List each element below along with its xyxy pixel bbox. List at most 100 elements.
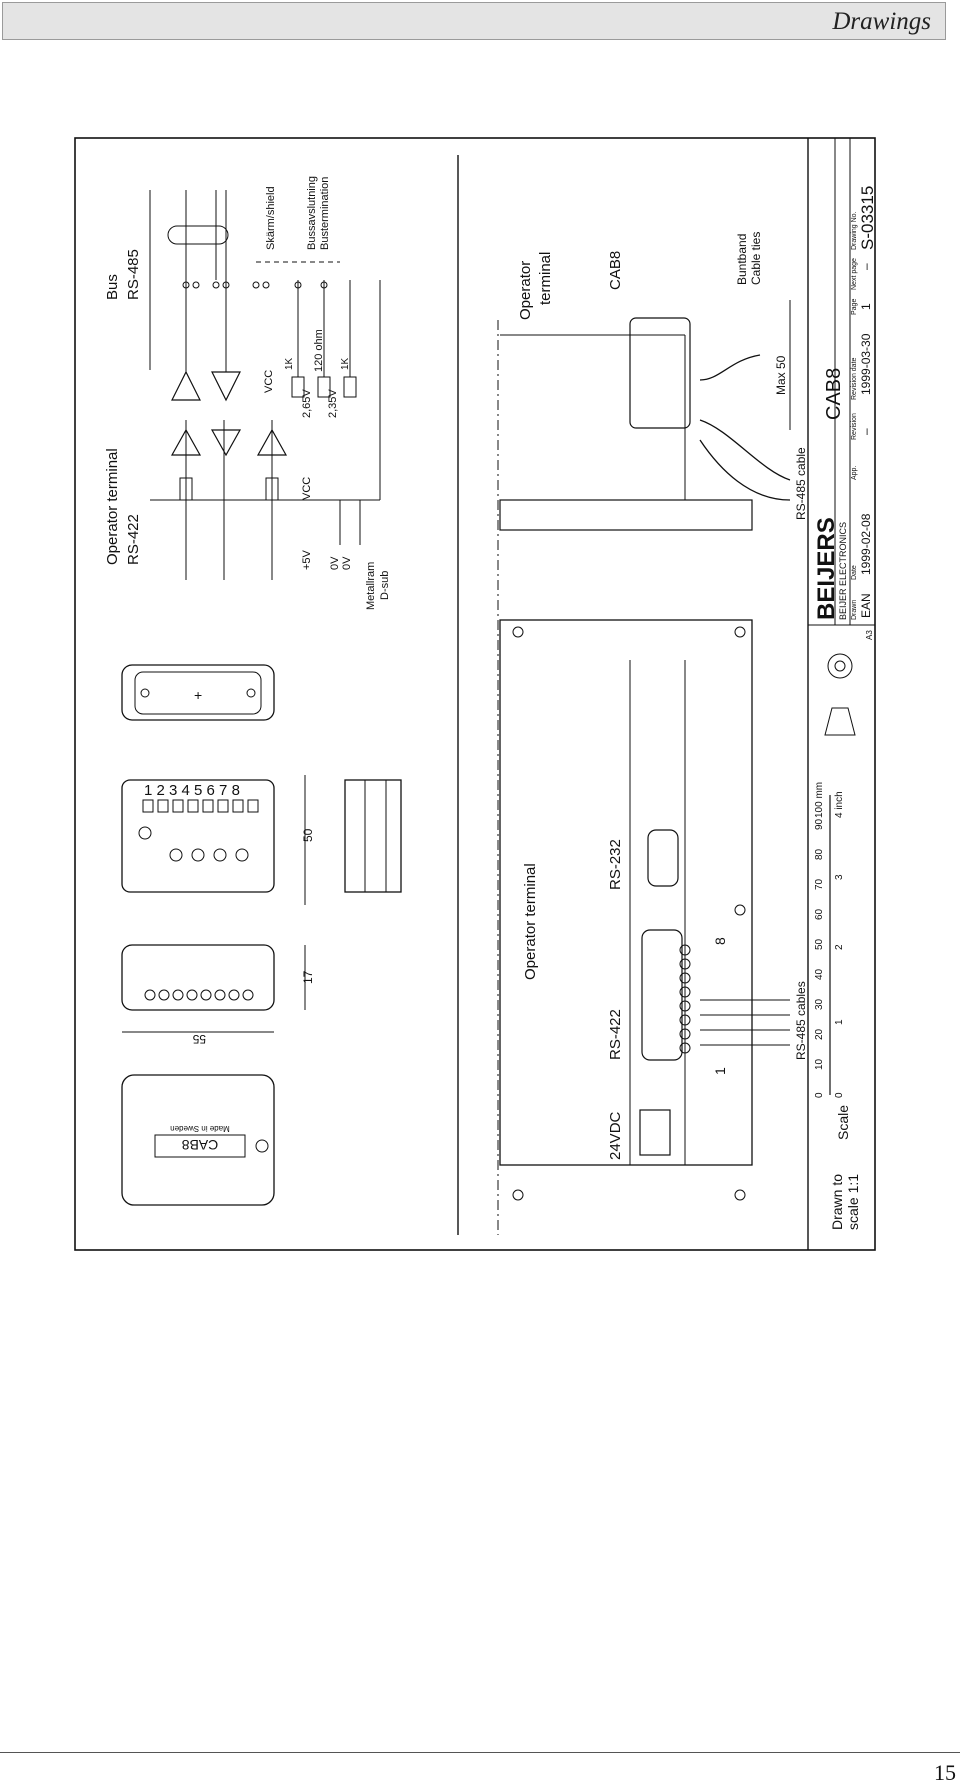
date-value: 1999-02-08 xyxy=(859,513,873,575)
mounting-rs422: RS-422 xyxy=(607,1009,624,1060)
mm-tick: 30 xyxy=(814,998,825,1010)
mounting-rs485-cables: RS-485 cables xyxy=(794,981,808,1060)
side-panel xyxy=(499,499,753,531)
page-number: 15 xyxy=(934,1760,956,1785)
r1k-label: 1K xyxy=(284,357,295,370)
buffer-symbol xyxy=(211,371,241,402)
cab8-cover-view xyxy=(121,1074,275,1206)
mounting-label-8: 8 xyxy=(712,937,728,945)
dsub-label: D-sub xyxy=(379,571,391,600)
dsub-connector-view xyxy=(121,664,275,721)
rs232-port xyxy=(647,829,679,887)
mounting-operator-line2: terminal xyxy=(537,252,554,305)
buffer-symbol xyxy=(171,370,201,401)
mm-tick: 70 xyxy=(814,878,825,890)
r1k-label-2: 1K xyxy=(340,357,351,370)
drawing-no-label: Drawing No. xyxy=(851,211,858,250)
date-label: Date xyxy=(851,565,858,580)
mounting-operator-line1: Operator xyxy=(517,261,534,320)
logo-sub: BEIJER ELECTRONICS xyxy=(838,522,848,620)
mounting-max50: Max 50 xyxy=(774,355,788,395)
footer-rule xyxy=(0,1752,960,1753)
v265-label: 2,65V xyxy=(301,389,313,418)
mm-tick: 80 xyxy=(814,848,825,860)
next-page-value: – xyxy=(859,263,873,270)
buffer-symbol xyxy=(210,429,242,457)
plus5v-label: +5V xyxy=(301,549,313,570)
drawing-title: CAB8 xyxy=(823,368,845,420)
scale-ratio-label: scale 1:1 xyxy=(845,1174,861,1230)
buffer-symbol xyxy=(256,428,288,456)
cover-label: CAB8 xyxy=(182,1137,219,1153)
mm-tick: 100 mm xyxy=(814,782,825,818)
mm-tick: 40 xyxy=(814,968,825,980)
cab8-mounted xyxy=(629,317,691,429)
revision-date-label: Revision date xyxy=(851,357,858,400)
skarm-shield-label: Skärm/shield xyxy=(265,186,277,250)
made-in-label: Made in Sweden xyxy=(170,1124,230,1133)
mm-tick: 10 xyxy=(814,1058,825,1070)
mounting-rs485-cable: RS-485 cable xyxy=(794,447,808,520)
drawing-frame xyxy=(74,137,876,1251)
zero-v-label-2: 0V xyxy=(341,556,353,570)
schematic-operator-terminal: Operator terminal xyxy=(104,448,121,565)
mounting-rs232: RS-232 xyxy=(607,839,624,890)
revision-value: – xyxy=(859,428,873,435)
terminal-outline xyxy=(499,619,753,1166)
mounting-view: Operator terminal RS-232 RS-422 24VDC RS… xyxy=(497,232,808,1235)
drawn-to-label: Drawn to xyxy=(829,1174,845,1230)
shield-ellipse xyxy=(167,225,229,245)
page-label: Page xyxy=(851,299,858,315)
app-label: App. xyxy=(851,466,858,480)
terminal-block xyxy=(641,929,683,1061)
page-value: 1 xyxy=(859,303,873,310)
mounting-operator-terminal: Operator terminal xyxy=(522,863,539,980)
logo: BEIJERS xyxy=(813,517,840,620)
zero-v-label: 0V xyxy=(329,556,341,570)
resistor xyxy=(343,376,357,398)
r120-label: 120 ohm xyxy=(313,329,325,372)
sheet-size: A3 xyxy=(865,630,874,640)
schematic-bus: Bus xyxy=(104,274,121,300)
vcc-label: VCC xyxy=(263,370,275,393)
mounting-buntband: Buntband xyxy=(735,234,749,285)
terminal-numbers: 1 2 3 4 5 6 7 8 xyxy=(144,782,240,799)
drawn-label: Drawn xyxy=(851,600,858,620)
mm-tick: 50 xyxy=(814,938,825,950)
inch-tick: 2 xyxy=(834,944,845,950)
page-header: Drawings xyxy=(2,2,946,40)
mounting-cable-ties: Cable ties xyxy=(749,232,763,285)
terminal-block-view xyxy=(121,779,275,893)
mm-tick: 90 xyxy=(814,818,825,830)
mm-tick: 60 xyxy=(814,908,825,920)
bussavslutning-label: Bussavslutning xyxy=(306,176,318,250)
schematic-rs422: RS-422 xyxy=(125,514,142,565)
next-page-label: Next page xyxy=(851,258,858,290)
drawn-value: EAN xyxy=(859,593,873,618)
mounting-cab8: CAB8 xyxy=(607,251,624,290)
mounting-24vdc: 24VDC xyxy=(607,1111,624,1160)
side-view xyxy=(344,779,402,893)
inch-tick: 4 inch xyxy=(834,791,845,818)
vcc-label-2: VCC xyxy=(301,477,313,500)
buffer-symbol xyxy=(170,428,202,456)
mm-tick: 0 xyxy=(814,1092,825,1098)
title-block: BEIJERS BEIJER ELECTRONICS A3 CAB8 Drawn… xyxy=(808,138,877,640)
bustermination-label: Bustermination xyxy=(319,177,331,250)
power-connector xyxy=(639,1109,671,1156)
inch-tick: 0 xyxy=(834,1092,845,1098)
connector-views: + 1 2 3 4 5 6 7 8 50 55 17 xyxy=(121,664,402,1206)
bus-terminals xyxy=(182,281,328,289)
metallram-label: Metallram xyxy=(365,562,377,610)
resistor xyxy=(265,477,279,501)
inch-tick: 3 xyxy=(834,874,845,880)
revision-label: Revision xyxy=(851,413,858,440)
scale-block: Drawn to scale 1:1 Scale 0 10 20 30 40 5… xyxy=(814,653,861,1230)
mm-tick: 20 xyxy=(814,1028,825,1040)
resistor xyxy=(179,477,193,501)
revision-date-value: 1999-03-30 xyxy=(859,333,873,395)
dimension-55: 55 xyxy=(192,1032,206,1046)
mounting-label-1: 1 xyxy=(712,1067,728,1075)
projection-symbol xyxy=(827,653,853,679)
